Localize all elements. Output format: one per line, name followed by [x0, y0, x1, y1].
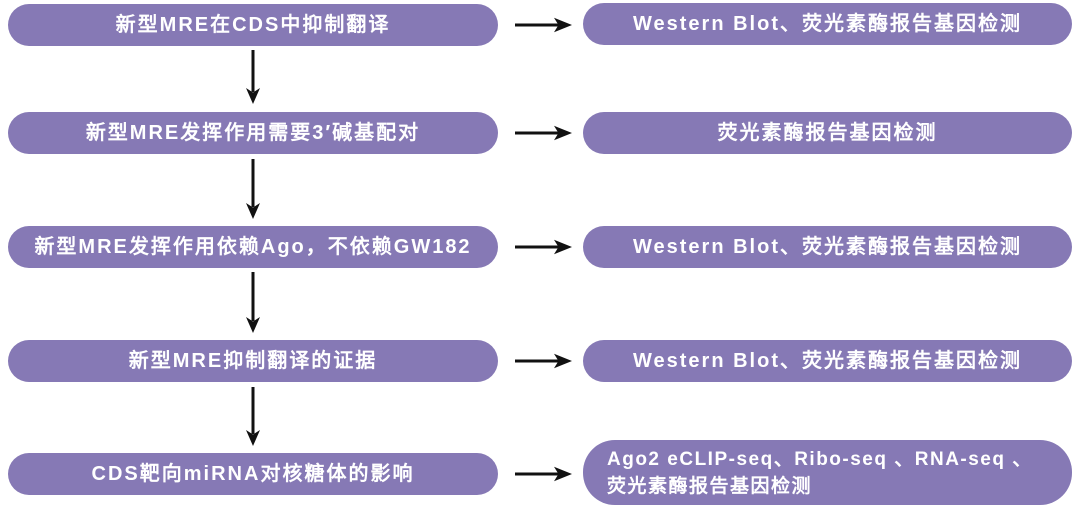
right-arrow-icon	[514, 237, 572, 257]
step-box-3: 新型MRE发挥作用依赖Ago，不依赖GW182	[8, 226, 498, 268]
step-box-4: 新型MRE抑制翻译的证据	[8, 340, 498, 382]
method-box-3: Western Blot、荧光素酶报告基因检测	[583, 226, 1072, 268]
down-arrow-icon	[243, 159, 263, 219]
method-box-2: 荧光素酶报告基因检测	[583, 112, 1072, 154]
method-box-4: Western Blot、荧光素酶报告基因检测	[583, 340, 1072, 382]
step-box-2: 新型MRE发挥作用需要3′碱基配对	[8, 112, 498, 154]
right-arrow-icon	[514, 464, 572, 484]
step-box-5: CDS靶向miRNA对核糖体的影响	[8, 453, 498, 495]
right-arrow-icon	[514, 351, 572, 371]
down-arrow-icon	[243, 50, 263, 104]
right-arrow-icon	[514, 123, 572, 143]
right-arrow-icon	[514, 15, 572, 35]
step-box-1: 新型MRE在CDS中抑制翻译	[8, 4, 498, 46]
down-arrow-icon	[243, 387, 263, 446]
down-arrow-icon	[243, 272, 263, 333]
method-box-1: Western Blot、荧光素酶报告基因检测	[583, 3, 1072, 45]
method-box-5: Ago2 eCLIP-seq、Ribo-seq 、RNA-seq 、荧光素酶报告…	[583, 440, 1072, 505]
